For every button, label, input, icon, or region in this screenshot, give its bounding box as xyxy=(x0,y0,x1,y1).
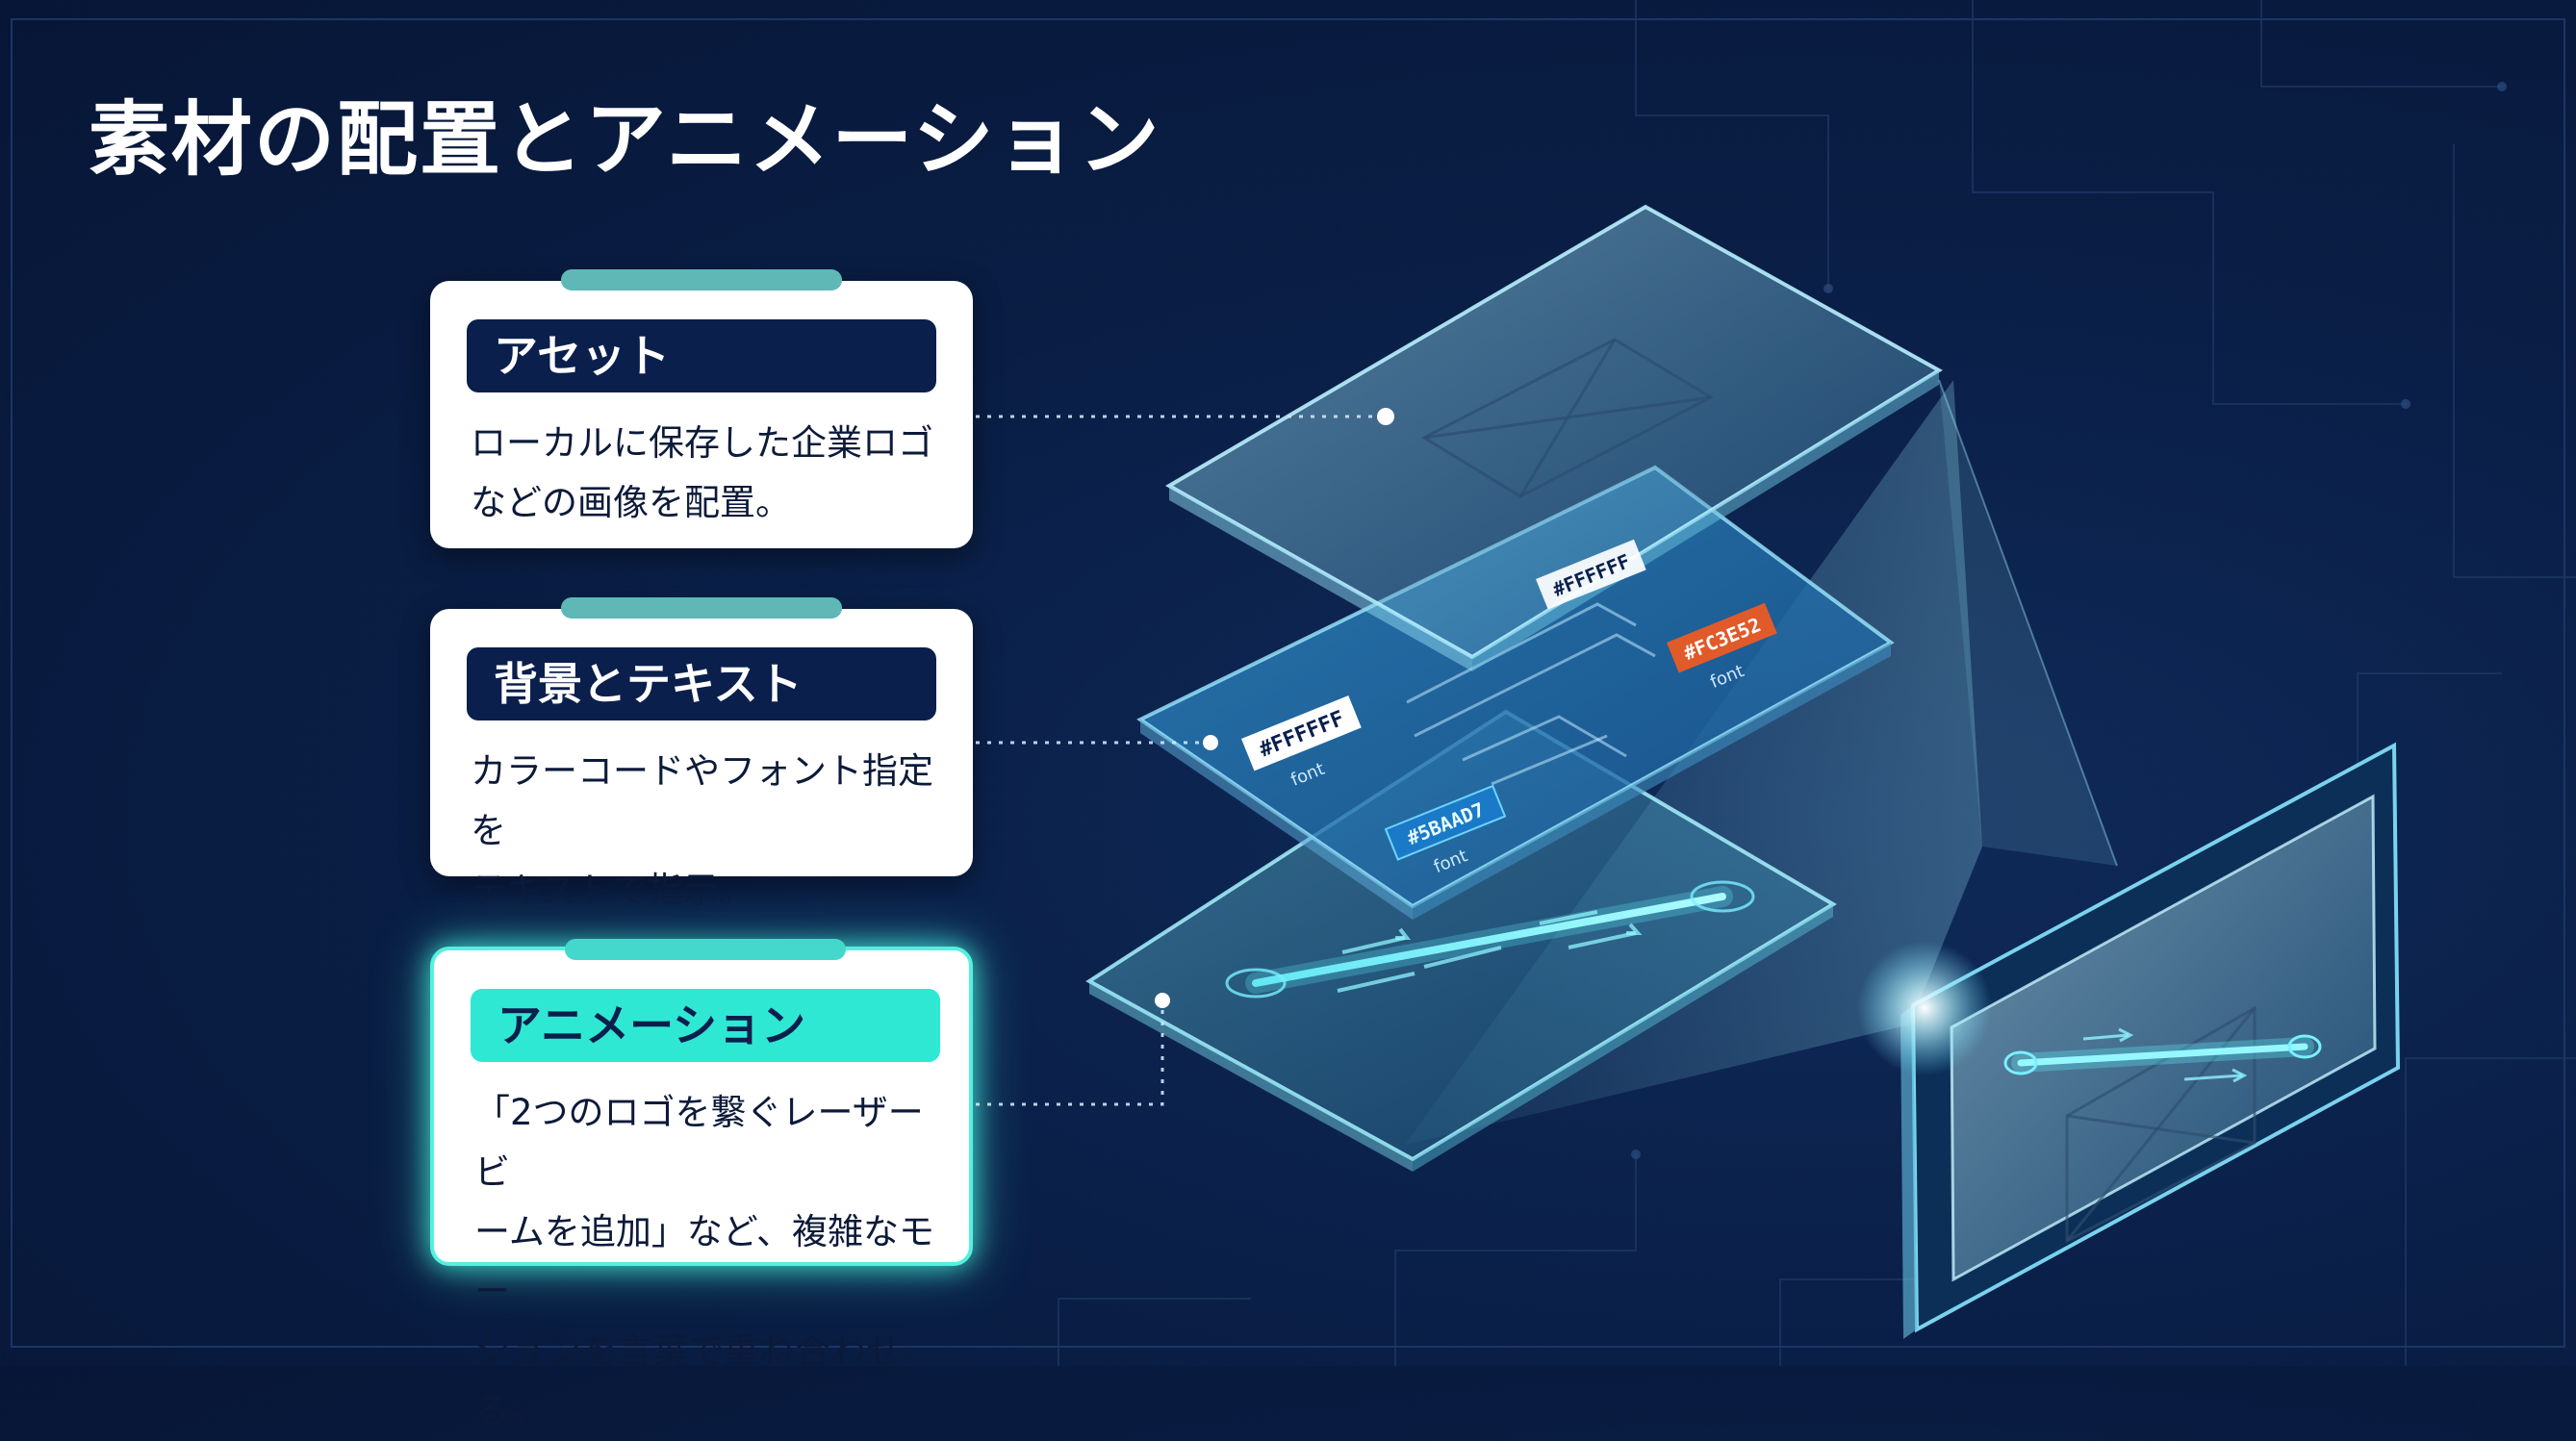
animation-layer xyxy=(1085,709,1837,1172)
background-text-layer: #FFFFFF font #FC3E52 font #5BAAD7 font xyxy=(1136,465,1895,920)
card-tab xyxy=(561,597,842,619)
card-background-text: 背景とテキスト カラーコードやフォント指定を テキストで指示。 xyxy=(430,597,973,911)
asset-layer: #FFFFFF xyxy=(1164,204,1943,671)
page-title: 素材の配置とアニメーション xyxy=(89,92,1161,187)
card-description-asset: ローカルに保存した企業ロゴ などの画像を配置。 xyxy=(471,422,933,523)
card-tab xyxy=(561,269,842,291)
card-label-asset: アセット xyxy=(467,319,936,392)
connector-dot xyxy=(1203,735,1218,750)
connector-dot xyxy=(1377,408,1394,425)
card-asset: アセット ローカルに保存した企業ロゴ などの画像を配置。 xyxy=(430,269,973,548)
circuit-background xyxy=(11,0,2576,1366)
image-placeholder-icon xyxy=(1420,338,1715,498)
connector-line-animation xyxy=(976,1008,1164,1106)
card-animation: アニメーション 「2つのロゴを繋ぐレーザービ ームを追加」など、複雑なモー ショ… xyxy=(430,939,973,1431)
projection-cone xyxy=(1939,380,2117,866)
card-description-background-text: カラーコードやフォント指定を テキストで指示。 xyxy=(471,750,933,911)
layer-diagram: #FFFFFF font #FC3E52 font #5BAAD7 font #… xyxy=(976,204,2401,1339)
connector-dot xyxy=(1155,993,1170,1008)
card-label-animation: アニメーション xyxy=(471,989,940,1062)
card-tab xyxy=(565,939,846,960)
light-flare xyxy=(1857,941,1992,1075)
display-screen xyxy=(1857,742,2401,1339)
card-label-background-text: 背景とテキスト xyxy=(467,647,936,720)
